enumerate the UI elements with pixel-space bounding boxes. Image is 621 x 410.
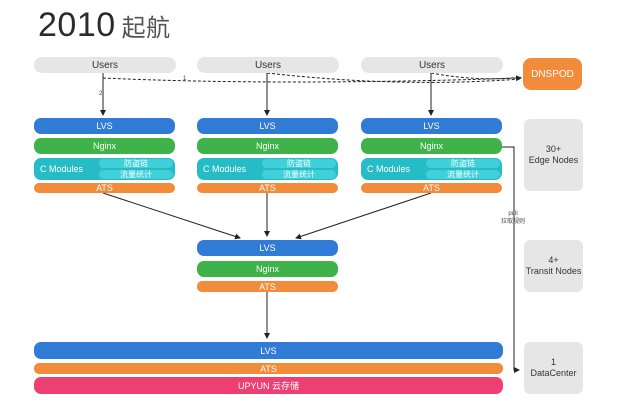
edge2-lvs: LVS: [197, 118, 338, 134]
edge-count: 30+: [545, 144, 562, 154]
edge1-ats: ATS: [34, 183, 175, 193]
transit-nginx: Nginx: [197, 261, 338, 277]
dns-dashed-users2: [266, 72, 522, 83]
edge1-cmodules-label: C Modules: [40, 164, 84, 174]
dc-name: DataCenter: [530, 368, 577, 378]
edge3-traffic-stats: 流量统计: [426, 170, 500, 179]
transit-count: 4+: [548, 255, 559, 265]
edge2-ats: ATS: [197, 183, 338, 193]
edge-name: Edge Nodes: [528, 155, 579, 165]
edge-nodes-label: 30+ Edge Nodes: [524, 119, 583, 191]
dc-count: 1: [550, 357, 556, 367]
edge1-traffic-stats: 流量统计: [99, 170, 173, 179]
pull-label-en: pull: [508, 211, 518, 217]
edge1-lvs: LVS: [34, 118, 175, 134]
edge1-anti-leech: 防盗链: [99, 159, 173, 168]
transit-ats: ATS: [197, 281, 338, 292]
arrow-edge3-transit: [295, 192, 432, 240]
dc-storage: UPYUN 云存储: [34, 377, 503, 394]
step-label-1: 1: [183, 76, 187, 82]
edge1-nginx: Nginx: [34, 138, 175, 154]
dns-dashed-users1: [102, 73, 522, 83]
edge3-ats: ATS: [361, 183, 502, 193]
edge2-nginx: Nginx: [197, 138, 338, 154]
users-box-3: Users: [361, 57, 503, 73]
arrow-edge1-transit: [102, 192, 241, 240]
edge3-cmodules-label: C Modules: [367, 164, 411, 174]
edge2-traffic-stats: 流量统计: [262, 170, 336, 179]
pull-label-cn: 拉取规则: [500, 219, 525, 225]
edge2-anti-leech: 防盗链: [262, 159, 336, 168]
title-subtitle: 起航: [121, 14, 171, 42]
edge2-cmodules-label: C Modules: [203, 164, 247, 174]
dc-lvs: LVS: [34, 342, 503, 359]
edge3-nginx: Nginx: [361, 138, 502, 154]
transit-nodes-label: 4+ Transit Nodes: [524, 240, 583, 292]
datacenter-label: 1 DataCenter: [524, 342, 583, 394]
step-label-2: 2: [99, 91, 103, 97]
pull-label: pull 拉取规则: [498, 210, 528, 226]
transit-lvs: LVS: [197, 240, 338, 256]
edge3-anti-leech: 防盗链: [426, 159, 500, 168]
users-box-1: Users: [34, 57, 176, 73]
edge3-lvs: LVS: [361, 118, 502, 134]
dnspod-box: DNSPOD: [523, 58, 582, 90]
pull-line: [500, 146, 520, 373]
users-box-2: Users: [197, 57, 339, 73]
title-year: 2010: [38, 6, 116, 44]
dns-dashed-users3: [430, 72, 522, 80]
transit-name: Transit Nodes: [525, 266, 582, 276]
dc-ats: ATS: [34, 363, 503, 374]
